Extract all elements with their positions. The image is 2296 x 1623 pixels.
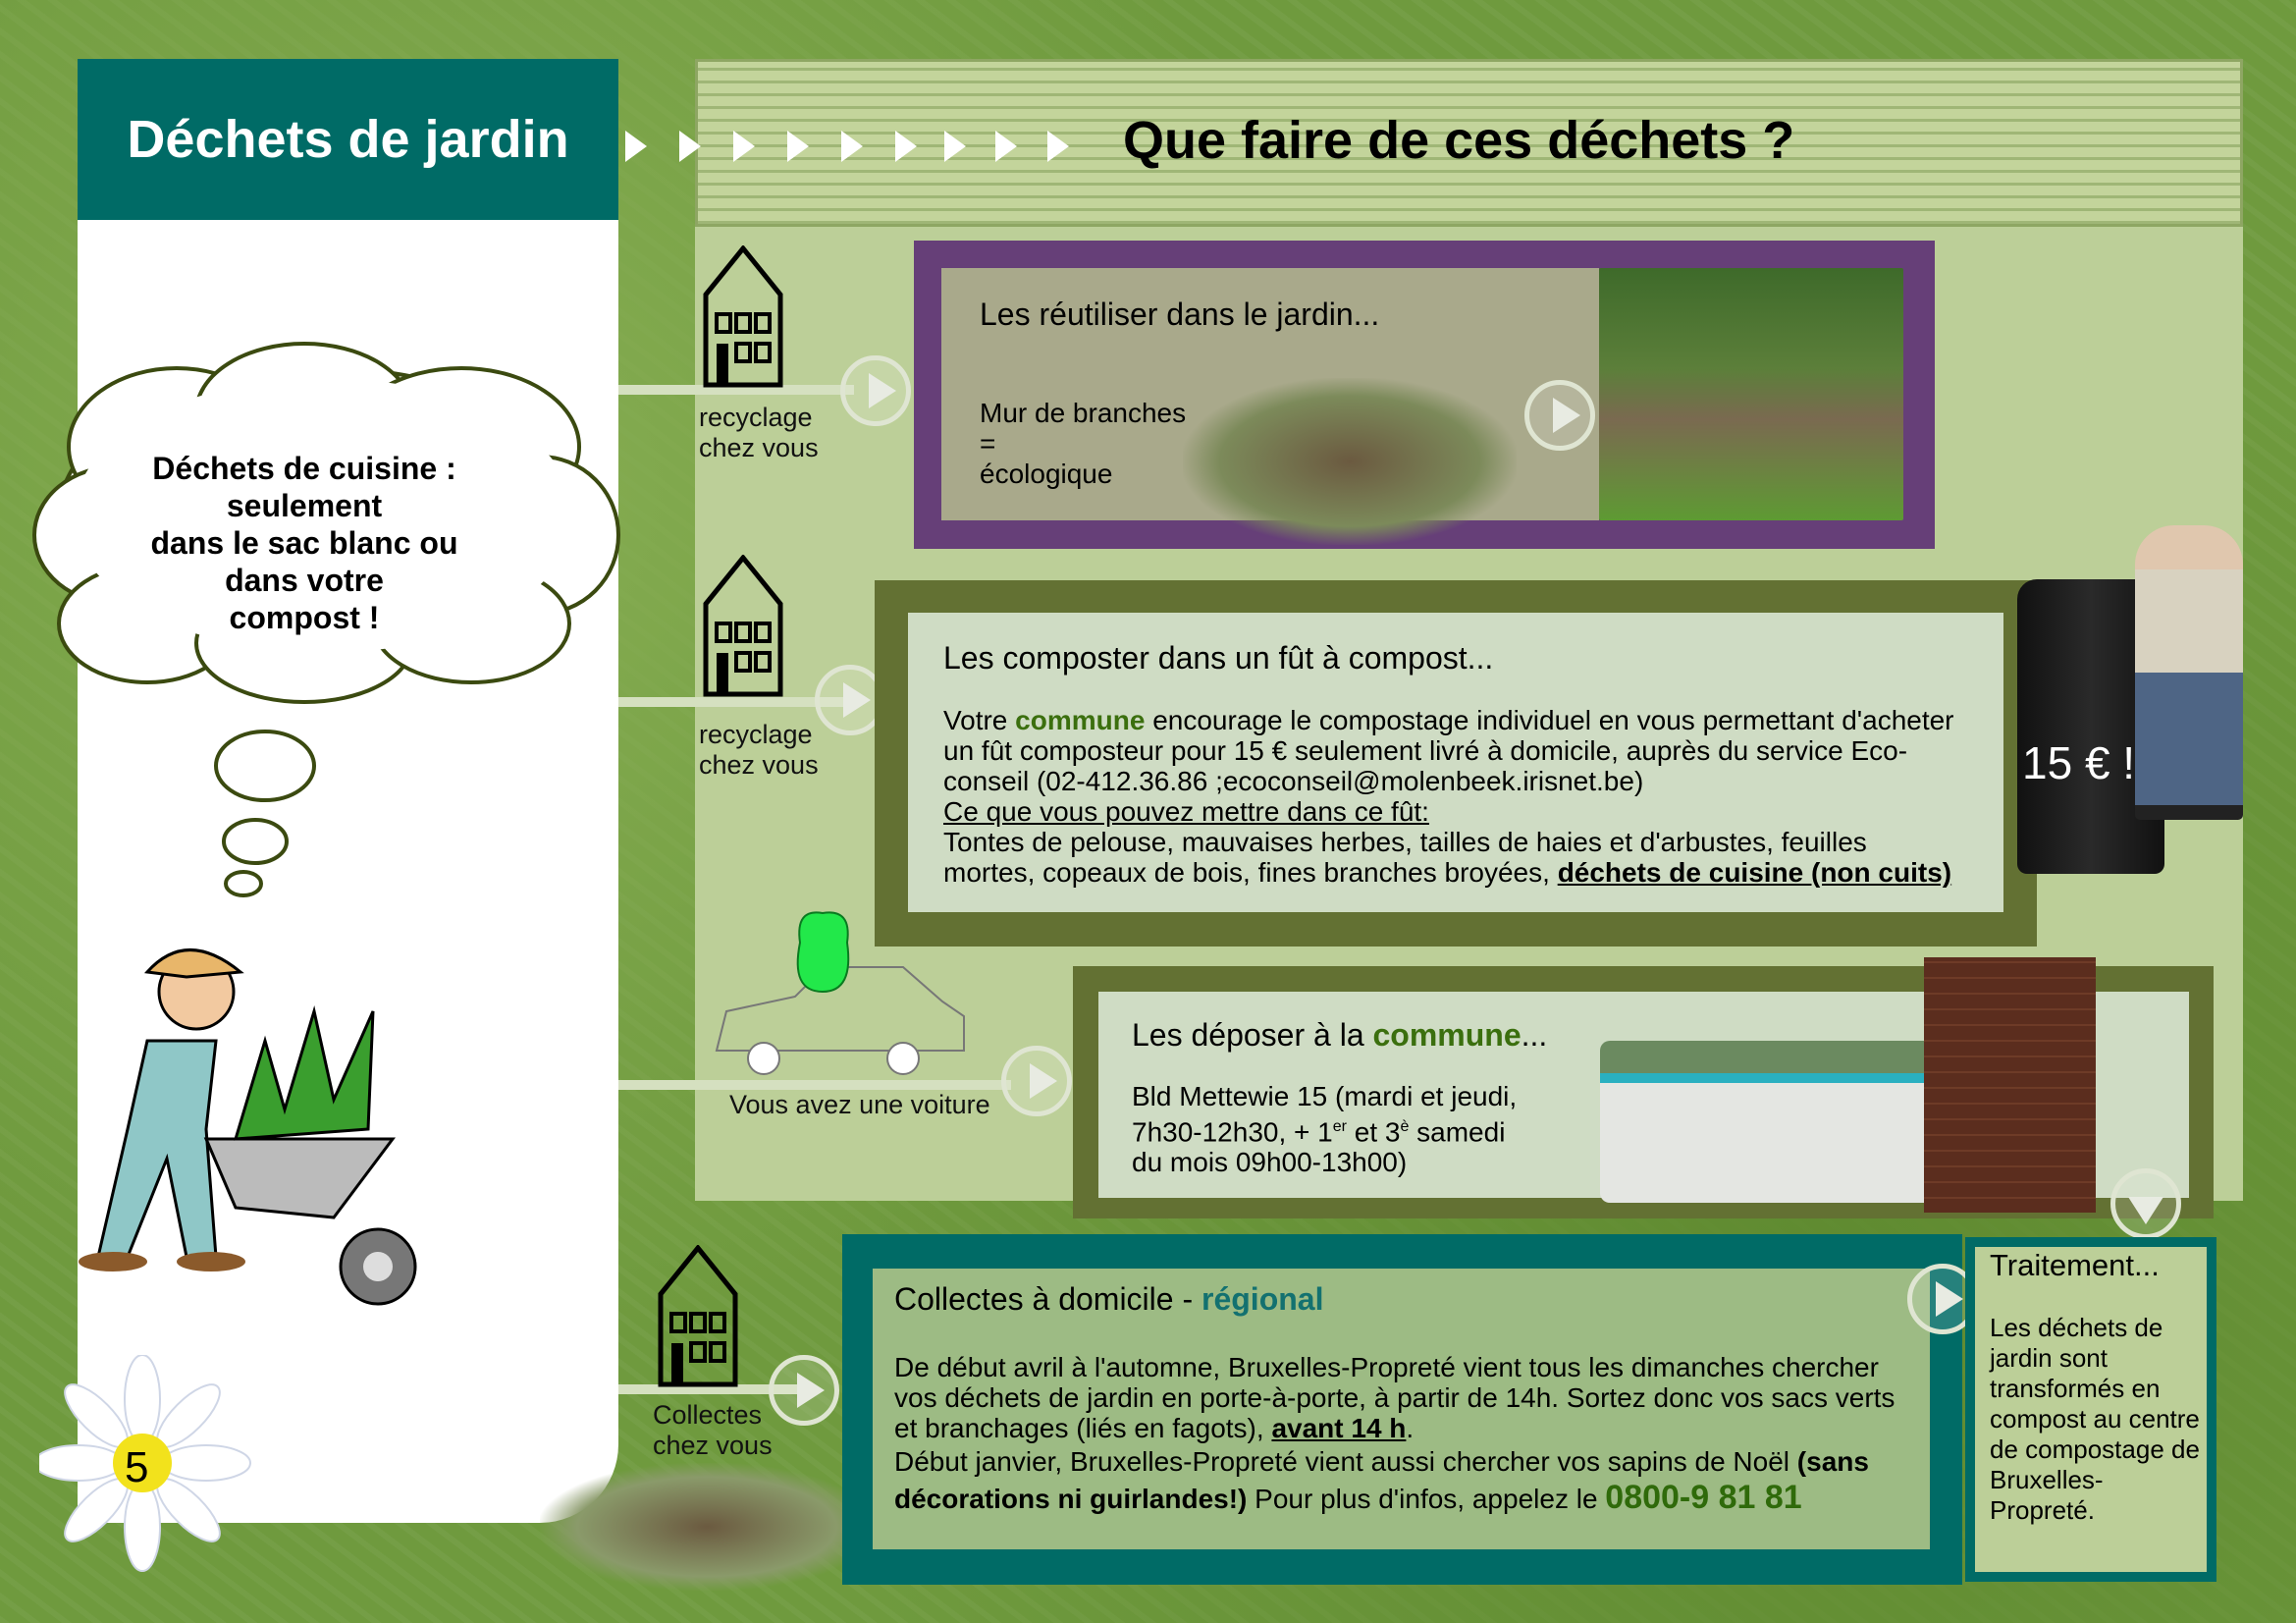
- section-text: De début avril à l'automne, Bruxelles-Pr…: [894, 1352, 1925, 1517]
- man-photo: [2135, 525, 2243, 820]
- arrow-icon: [625, 131, 647, 162]
- commune-highlight: commune: [1372, 1017, 1522, 1053]
- arrow-icon: [944, 131, 966, 162]
- cloud-line: seulement: [226, 488, 383, 523]
- text-line: Mur de branches: [980, 398, 1187, 428]
- branches-photo: [540, 1463, 874, 1591]
- text: Début janvier, Bruxelles-Propreté vient …: [894, 1446, 1797, 1477]
- connector-line: [618, 385, 854, 395]
- section-text: Bld Mettewie 15 (mardi et jeudi, 7h30-12…: [1132, 1081, 1517, 1177]
- section-compost-panel: [908, 613, 2003, 912]
- text: et 3: [1346, 1116, 1401, 1148]
- cloud-text: Déchets de cuisine : seulement dans le s…: [108, 450, 501, 636]
- page-title: Déchets de jardin: [78, 59, 618, 220]
- arrow-icon: [995, 131, 1017, 162]
- label-line: recyclage: [699, 720, 813, 749]
- text-line: du mois 09h00-13h00): [1132, 1147, 1408, 1178]
- section-text: Mur de branches=écologique: [980, 398, 1186, 489]
- cloud-line: compost !: [229, 600, 380, 635]
- label-line: recyclage: [699, 403, 813, 432]
- label-line: chez vous: [699, 433, 819, 462]
- text: Tontes de pelouse, mauvaises herbes, tai…: [943, 827, 1867, 888]
- label-line: chez vous: [699, 750, 819, 780]
- section-treatment-panel: [1975, 1247, 2207, 1572]
- house-icon: [703, 245, 783, 388]
- text: samedi: [1409, 1116, 1506, 1148]
- text: .: [1406, 1413, 1415, 1443]
- emphasis: avant 14 h: [1271, 1413, 1407, 1443]
- arrow-icon: [733, 131, 755, 162]
- daisy-icon: [39, 1355, 251, 1572]
- text: De début avril à l'automne, Bruxelles-Pr…: [894, 1352, 1896, 1443]
- section-label: Vous avez une voiture: [729, 1090, 990, 1119]
- branches-photo: [1183, 378, 1517, 545]
- paragraph: Début janvier, Bruxelles-Propreté vient …: [894, 1443, 1925, 1517]
- section-title: Collectes à domicile - régional: [894, 1281, 1323, 1318]
- text: encourage le compostage individuel en vo…: [943, 705, 1954, 796]
- heading: Que faire de ces déchets ?: [1123, 111, 1795, 170]
- thought-cloud: [32, 342, 620, 897]
- text: ...: [1521, 1017, 1548, 1053]
- cloud-line: dans le sac blanc ou: [150, 525, 458, 561]
- play-button[interactable]: [840, 355, 911, 426]
- gardener-wheelbarrow-illustration: [79, 948, 417, 1306]
- text: Collectes à domicile -: [894, 1281, 1201, 1317]
- commune-highlight: commune: [1015, 705, 1146, 735]
- paragraph: Votre commune encourage le compostage in…: [943, 705, 1964, 796]
- text-line: Bld Mettewie 15 (mardi et jeudi,: [1132, 1081, 1518, 1111]
- text-line: 7h30-12h30, + 1er et 3è samedi: [1132, 1111, 1517, 1147]
- text: Pour plus d'infos, appelez le: [1247, 1484, 1606, 1514]
- play-down-button[interactable]: [2110, 1168, 2181, 1239]
- text-line: écologique: [980, 459, 1113, 489]
- arrow-icon: [895, 131, 917, 162]
- emphasis: (sans décorations ni guirlandes!): [894, 1446, 1869, 1514]
- arrow-icon: [679, 131, 701, 162]
- play-button[interactable]: [1524, 380, 1595, 451]
- section-title: Les déposer à la commune...: [1132, 1017, 1547, 1054]
- page-number: 5: [125, 1443, 149, 1491]
- section-text: Votre commune encourage le compostage in…: [943, 705, 1964, 888]
- arrow-icon: [1047, 131, 1069, 162]
- connector-line: [618, 1384, 815, 1394]
- text-line: =: [980, 428, 996, 459]
- play-button[interactable]: [1001, 1046, 1072, 1116]
- paragraph: De début avril à l'automne, Bruxelles-Pr…: [894, 1352, 1925, 1443]
- text: Les déposer à la: [1132, 1017, 1373, 1053]
- superscript: er: [1332, 1118, 1347, 1135]
- emphasis: déchets de cuisine (non cuits): [1557, 857, 1952, 888]
- paragraph: Tontes de pelouse, mauvaises herbes, tai…: [943, 827, 1964, 888]
- shed-photo: [1924, 957, 2096, 1213]
- subheading: Ce que vous pouvez mettre dans ce fût:: [943, 796, 1429, 827]
- cloud-line: Déchets de cuisine :: [152, 451, 456, 486]
- branch-wall-photo: [1599, 268, 1903, 520]
- house-icon: [658, 1245, 738, 1387]
- play-button[interactable]: [769, 1355, 839, 1426]
- house-icon: [703, 555, 783, 697]
- treatment-text: Les déchets de jardin sont transformés e…: [1990, 1313, 2200, 1525]
- label-line: chez vous: [653, 1431, 773, 1460]
- section-title: Les réutiliser dans le jardin...: [980, 297, 1380, 332]
- section-title: Les composter dans un fût à compost...: [943, 640, 1494, 676]
- phone-number: 0800-9 81 81: [1605, 1479, 1802, 1516]
- arrow-icon: [787, 131, 809, 162]
- connector-line: [618, 697, 854, 707]
- car-with-bag-icon: [715, 911, 965, 1075]
- section-collection-panel: [873, 1269, 1930, 1549]
- cloud-line: dans votre: [225, 563, 384, 598]
- text: 7h30-12h30, + 1: [1132, 1116, 1333, 1148]
- price-label: 15 € !: [2022, 737, 2136, 788]
- text: Votre: [943, 705, 1016, 735]
- regional-highlight: régional: [1201, 1281, 1324, 1317]
- treatment-title: Traitement...: [1990, 1248, 2160, 1282]
- connector-line: [618, 1080, 1011, 1090]
- label-line: Collectes: [653, 1400, 763, 1430]
- arrow-icon: [841, 131, 863, 162]
- superscript: è: [1400, 1118, 1410, 1135]
